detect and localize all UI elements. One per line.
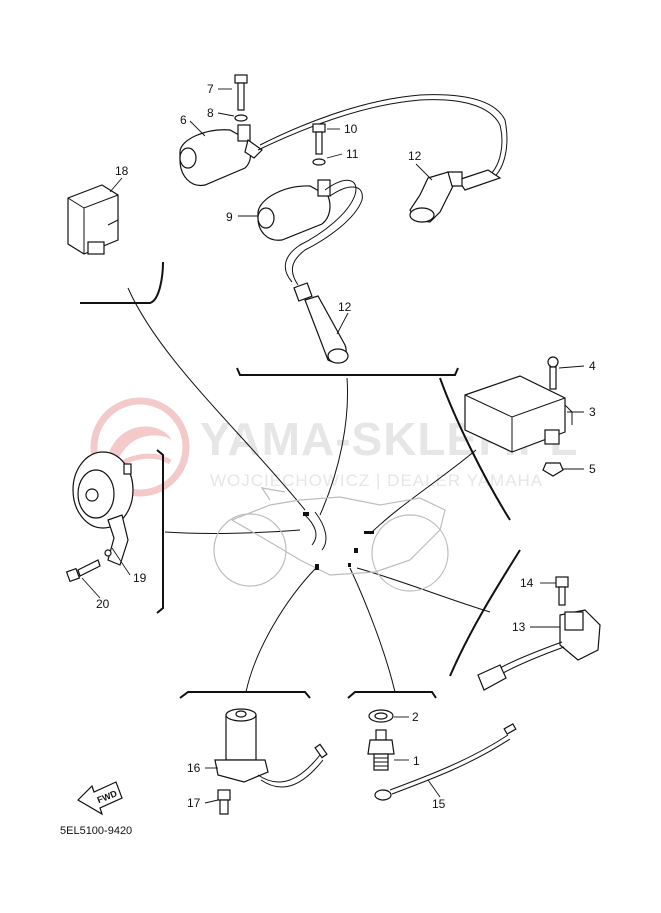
watermark-subtitle: WOJCIECHOWICZ | DEALER YAMAHA (210, 471, 543, 490)
part-20-bolt (65, 559, 101, 583)
part-12-plug-cap-lower (293, 282, 349, 364)
part-2-gasket (368, 709, 394, 723)
part-1-neutral-switch (367, 729, 395, 771)
callout-2: 2 (412, 710, 419, 724)
callout-7: 7 (207, 82, 214, 96)
part-6-ignition-coil (179, 94, 508, 191)
part-19-horn (72, 451, 134, 566)
bracket-ignition (236, 367, 459, 376)
bracket-sensor (449, 549, 521, 677)
part-18-control-unit (67, 184, 119, 255)
part-4-screw (547, 356, 559, 390)
callout-numbers: 7 8 6 9 10 11 12 12 18 4 3 5 19 20 14 13… (96, 82, 596, 811)
part-5-nut (542, 462, 564, 477)
callout-5: 5 (589, 462, 596, 476)
callout-17: 17 (187, 796, 201, 810)
part-8-washer (234, 114, 248, 122)
callout-8: 8 (207, 106, 214, 120)
callout-16: 16 (187, 761, 201, 775)
callout-1: 1 (413, 754, 420, 768)
callout-9: 9 (226, 210, 233, 224)
part-15-lead-wire (374, 723, 517, 801)
callout-4: 4 (589, 359, 596, 373)
part-13-sensor (477, 609, 601, 691)
part-9-ignition-coil (257, 179, 363, 286)
part-12-plug-cap-upper (409, 171, 463, 223)
motorcycle-outline (213, 487, 449, 592)
callout-3: 3 (589, 405, 596, 419)
callout-14: 14 (520, 576, 534, 590)
part-10-bolt (312, 123, 326, 155)
callout-15: 15 (432, 797, 446, 811)
bracket-speed (179, 691, 311, 699)
part-3-cdi-unit (464, 375, 573, 453)
diagram-code: 5EL5100-9420 (60, 825, 132, 837)
part-14-bolt (555, 576, 569, 606)
callout-18: 18 (115, 164, 129, 178)
callout-10: 10 (344, 122, 358, 136)
part-17-bolt (217, 789, 231, 815)
part-11-washer (312, 158, 326, 166)
callout-19: 19 (133, 571, 147, 585)
callout-13: 13 (512, 620, 526, 634)
connection-lines (127, 287, 491, 693)
part-16-speed-sensor (214, 708, 328, 788)
leader-lines (81, 88, 585, 804)
callout-20: 20 (96, 597, 110, 611)
callout-6: 6 (180, 113, 187, 127)
part-7-bolt (234, 74, 248, 111)
fwd-arrow-icon: FWD (77, 781, 123, 816)
bracket-horn (156, 449, 164, 614)
bracket-cdi (439, 377, 511, 521)
callout-12-upper: 12 (408, 149, 422, 163)
bracket-neutral (347, 691, 437, 699)
bracket-ecu (80, 261, 164, 304)
callout-12-lower: 12 (338, 300, 352, 314)
callout-11: 11 (346, 147, 359, 161)
